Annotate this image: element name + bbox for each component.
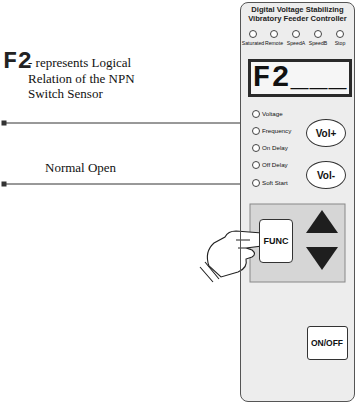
- indicator-label: Remote: [260, 40, 288, 46]
- vol-up-button: Vol+: [306, 119, 346, 147]
- up-arrow-key: [306, 210, 338, 233]
- down-arrow-key: [306, 247, 338, 270]
- led-label: Off Delay: [262, 161, 306, 168]
- func-button: FUNC: [259, 219, 293, 263]
- vol-down-button: Vol-: [306, 161, 346, 189]
- indicator-label: SpeedB: [304, 40, 332, 46]
- led-label: Soft Start: [262, 179, 306, 186]
- led-label: Voltage: [262, 110, 306, 117]
- led-display: F2___: [248, 59, 352, 97]
- controller-panel: Digital Voltage Stabilizing Vibratory Fe…: [240, 2, 355, 402]
- panel-face: [241, 3, 355, 402]
- button-label: Vol-: [317, 170, 335, 181]
- leader-lines: [2, 121, 240, 186]
- callout-text: - represents Logical Relation of the NPN…: [28, 55, 158, 102]
- led-label: On Delay: [262, 144, 306, 151]
- indicator-label: SpeedA: [282, 40, 310, 46]
- callout-glyph: F2: [3, 50, 29, 74]
- indicator-label: Stop: [326, 40, 354, 46]
- button-label: FUNC: [264, 236, 289, 246]
- keypad-recess: [250, 204, 345, 282]
- indicator-label: Saturated: [239, 40, 267, 46]
- button-label: F2___: [252, 63, 347, 93]
- panel-title: Digital Voltage Stabilizing Vibratory Fe…: [246, 6, 350, 23]
- callout-text: Normal Open: [45, 160, 165, 175]
- pointing-hand: [200, 231, 264, 282]
- led-label: Frequency: [262, 127, 306, 134]
- on-off-button: ON/OFF: [307, 326, 348, 360]
- button-label: Vol+: [316, 128, 337, 139]
- button-label: ON/OFF: [311, 338, 343, 348]
